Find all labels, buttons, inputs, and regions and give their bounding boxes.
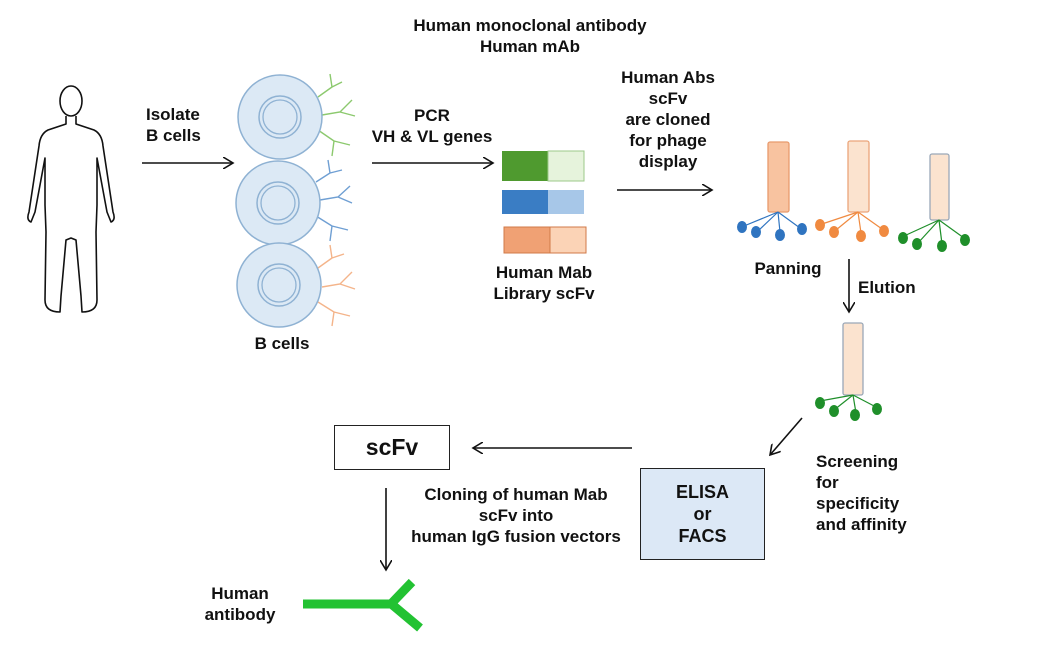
title-line-2: Human mAb bbox=[479, 37, 581, 56]
cloning-line-3: human IgG fusion vectors bbox=[411, 527, 621, 546]
cloning-label: Cloning of human Mab scFv into human IgG… bbox=[388, 484, 644, 547]
pcr-line-2: VH & VL genes bbox=[371, 127, 493, 146]
arrows bbox=[142, 163, 849, 570]
title-line-1: Human monoclonal antibody bbox=[413, 16, 647, 35]
isolate-label: Isolate B cells bbox=[128, 104, 228, 146]
library-bar-blue bbox=[502, 190, 584, 214]
assay-line-3: FACS bbox=[678, 526, 727, 546]
isolate-line-2: B cells bbox=[146, 126, 201, 145]
human-silhouette-icon bbox=[27, 85, 115, 313]
antibody-icon bbox=[303, 578, 423, 632]
library-line-2: Library scFv bbox=[493, 284, 595, 303]
screening-line-1: Screening bbox=[816, 452, 899, 471]
library-label: Human Mab Library scFv bbox=[478, 262, 610, 304]
library-bar-green bbox=[502, 150, 585, 182]
cloned-line-1: Human Abs bbox=[621, 68, 715, 87]
library-bar-orange bbox=[503, 226, 587, 254]
phage-icon bbox=[815, 322, 882, 421]
screening-label: Screening for specificity and affinity bbox=[816, 451, 956, 535]
phage-cloning-label: Human Abs scFv are cloned for phage disp… bbox=[598, 67, 738, 172]
arrow-screening bbox=[770, 417, 803, 455]
result-line-2: antibody bbox=[204, 605, 276, 624]
phage-icon bbox=[737, 141, 807, 241]
pcr-label: PCR VH & VL genes bbox=[352, 105, 512, 147]
assay-line-1: ELISA bbox=[675, 482, 729, 502]
panning-label: Panning bbox=[754, 259, 822, 278]
pcr-line-1: PCR bbox=[414, 106, 450, 125]
assay-line-2: or bbox=[693, 504, 712, 524]
isolate-line-1: Isolate bbox=[146, 105, 200, 124]
screening-line-2: for bbox=[816, 473, 839, 492]
cloned-line-4: for phage bbox=[629, 131, 707, 150]
b-cell-icon bbox=[237, 73, 356, 160]
b-cell-icon bbox=[236, 242, 356, 328]
cloned-line-5: display bbox=[638, 152, 698, 171]
cloned-line-2: scFv bbox=[648, 89, 688, 108]
screening-line-4: and affinity bbox=[816, 515, 907, 534]
cloning-line-2: scFv into bbox=[478, 506, 554, 525]
elution-label: Elution bbox=[858, 278, 916, 297]
page-title: Human monoclonal antibody Human mAb bbox=[380, 15, 680, 57]
phage-icon bbox=[815, 140, 889, 242]
result-line-1: Human bbox=[211, 584, 269, 603]
b-cell-icon bbox=[235, 159, 353, 246]
cloned-line-3: are cloned bbox=[625, 110, 711, 129]
assay-box: ELISA or FACS bbox=[640, 468, 765, 560]
human-antibody-label: Human antibody bbox=[190, 583, 290, 625]
phage-icon bbox=[898, 153, 970, 252]
library-line-1: Human Mab bbox=[495, 263, 593, 282]
cloning-line-1: Cloning of human Mab bbox=[424, 485, 608, 504]
scfv-box: scFv bbox=[334, 425, 450, 470]
screening-line-3: specificity bbox=[816, 494, 900, 513]
b-cells-label: B cells bbox=[254, 334, 310, 353]
